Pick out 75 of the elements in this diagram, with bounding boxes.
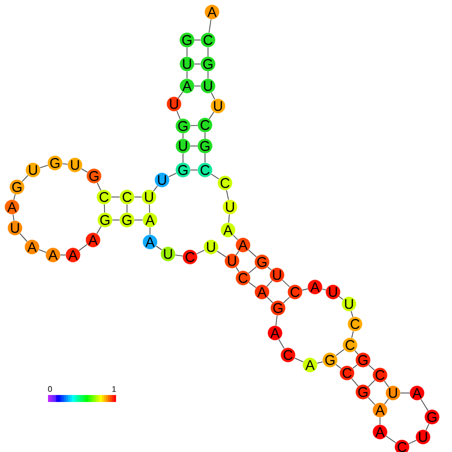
backbone-line — [96, 226, 102, 234]
backbone-line — [316, 361, 324, 364]
backbone-line — [248, 250, 257, 258]
backbone-line — [111, 196, 120, 198]
backbone-line — [168, 172, 177, 178]
backbone-line — [350, 310, 354, 318]
base-pair-line — [248, 266, 257, 274]
backbone-line — [182, 133, 184, 139]
backbone-line — [216, 250, 226, 258]
base-pair-line — [283, 296, 290, 304]
backbone-line — [354, 350, 358, 355]
backbone-line — [266, 296, 274, 304]
base-pair-line — [148, 204, 150, 213]
base-pair-line — [104, 204, 106, 213]
backbone-line — [236, 266, 240, 272]
backbone-line — [13, 194, 16, 200]
backbone-line — [210, 174, 220, 180]
backbone-line — [12, 214, 14, 222]
backbone-line — [60, 254, 66, 256]
base-pair-line — [126, 204, 128, 213]
backbone-line — [176, 110, 181, 120]
backbone-line — [204, 153, 206, 163]
backbone-line — [302, 288, 308, 291]
base-pair-line — [190, 124, 198, 126]
backbone-line — [351, 330, 354, 338]
backbone-line — [278, 339, 285, 349]
backbone-line — [338, 296, 344, 300]
backbone-line — [232, 234, 238, 240]
backbone-line — [134, 196, 142, 198]
backbone-line — [22, 175, 28, 182]
backbone-line — [267, 266, 272, 271]
backbone-line — [368, 397, 376, 405]
backbone-line — [420, 398, 428, 412]
backbone-line — [248, 282, 256, 288]
backbone-line — [282, 280, 290, 288]
base-pair-line — [236, 250, 240, 256]
backbone-line — [81, 168, 88, 173]
backbone-line — [386, 436, 396, 444]
backbone-line — [196, 250, 205, 254]
backbone-line — [368, 364, 375, 370]
backbone-line — [208, 18, 212, 34]
backbone-line — [182, 153, 184, 163]
backbone-line — [204, 132, 206, 139]
scale-label: 1 — [112, 386, 116, 392]
backbone-line — [20, 233, 28, 242]
backbone-line — [276, 315, 278, 326]
backbone-line — [228, 214, 230, 223]
backbone-line — [78, 244, 88, 251]
backbone-line — [178, 92, 184, 98]
backbone-line — [294, 358, 304, 362]
backbone-line — [186, 71, 188, 79]
backbone-line — [38, 249, 46, 253]
backbone-line — [40, 164, 48, 168]
backbone-line — [226, 190, 229, 200]
backbone-line — [408, 440, 417, 444]
base-pair-line — [384, 398, 389, 404]
backbone-line — [351, 378, 359, 387]
base-pair-line — [352, 364, 358, 369]
base-pair-line — [368, 380, 376, 388]
backbone-line — [426, 423, 430, 431]
backbone-line — [384, 380, 390, 388]
backbone-line — [62, 163, 68, 165]
base-pair-line — [266, 280, 272, 287]
base-pair-line — [336, 349, 344, 356]
backbone-line — [96, 182, 102, 191]
backbone-line — [208, 112, 214, 120]
backbone-line — [322, 288, 326, 290]
backbone-line — [156, 246, 162, 250]
backbone-line — [153, 186, 158, 192]
backbone-line — [186, 47, 188, 57]
backbone-line — [210, 92, 216, 100]
backbone-line — [400, 392, 410, 394]
scale-label: 0 — [48, 386, 52, 392]
backbone-line — [336, 364, 342, 369]
backbone-line — [174, 254, 184, 256]
